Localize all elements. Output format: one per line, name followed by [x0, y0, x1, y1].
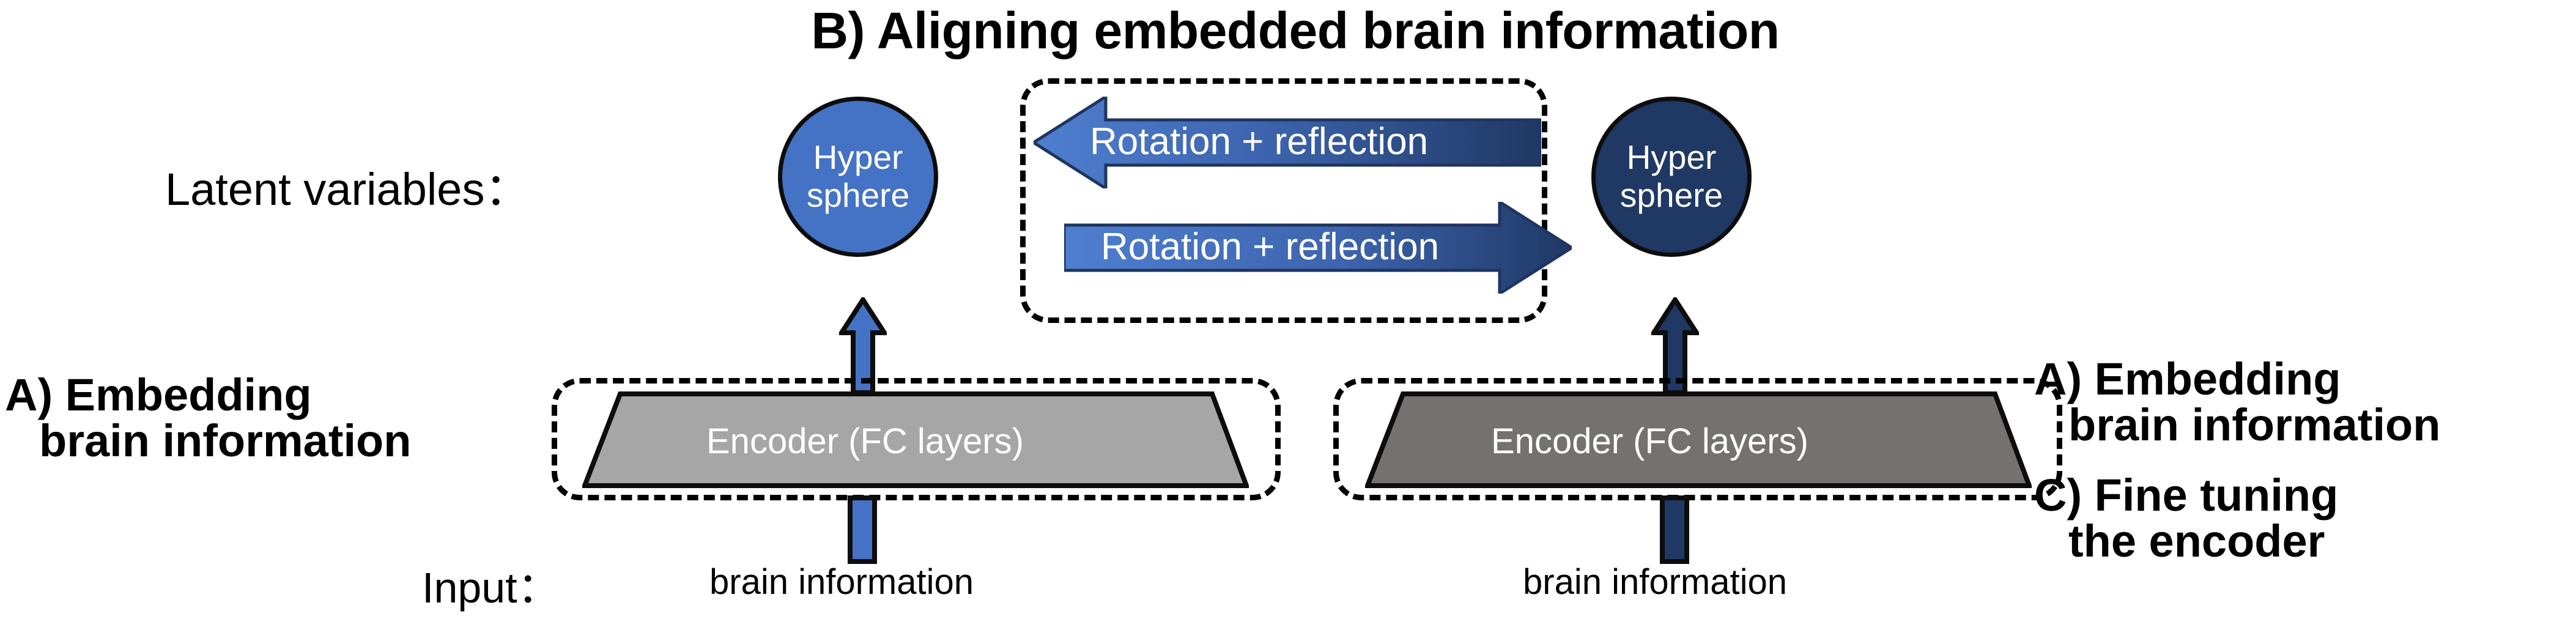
encoder-trapezoid-right	[1365, 391, 2032, 488]
caption-right-fine-tuning-line1: C) Fine tuning	[2034, 470, 2339, 521]
caption-right-fine-tuning: C) Fine tuning the encoder	[2034, 472, 2338, 565]
figure-title-b: B) Aligning embedded brain information	[811, 2, 1780, 59]
hypersphere-right: Hyper sphere	[1591, 97, 1752, 257]
hypersphere-right-line2: sphere	[1619, 176, 1723, 214]
caption-right-embedding-line2: brain information	[2068, 399, 2441, 451]
alignment-dashed-box	[1020, 78, 1547, 323]
hypersphere-right-line1: Hyper	[1626, 138, 1717, 177]
rotation-reflection-arrow-right	[1064, 202, 1572, 294]
caption-left-embedding-line1: A) Embedding	[5, 369, 312, 420]
input-stem-right	[1660, 495, 1689, 564]
rotation-reflection-arrow-left	[1034, 97, 1541, 188]
hypersphere-left-line2: sphere	[806, 176, 910, 214]
caption-right-embedding: A) Embedding brain information	[2034, 356, 2440, 448]
caption-right-fine-tuning-line2: the encoder	[2068, 516, 2325, 567]
input-stem-left	[848, 495, 877, 564]
row-label-input: Input：	[422, 564, 560, 612]
hypersphere-left-line1: Hyper	[813, 138, 903, 177]
encoder-dashed-box-right	[1333, 378, 2062, 500]
caption-left-embedding: A) Embedding brain information	[5, 372, 411, 464]
encoder-dashed-box-left	[552, 378, 1281, 500]
hypersphere-left: Hyper sphere	[778, 97, 938, 257]
row-label-latent-variables: Latent variables：	[165, 164, 530, 215]
input-label-right: brain information	[1523, 562, 1787, 602]
caption-left-embedding-line2: brain information	[39, 415, 412, 467]
caption-right-embedding-line1: A) Embedding	[2034, 354, 2341, 404]
input-label-left: brain information	[709, 562, 974, 602]
encoder-trapezoid-left	[582, 391, 1249, 488]
